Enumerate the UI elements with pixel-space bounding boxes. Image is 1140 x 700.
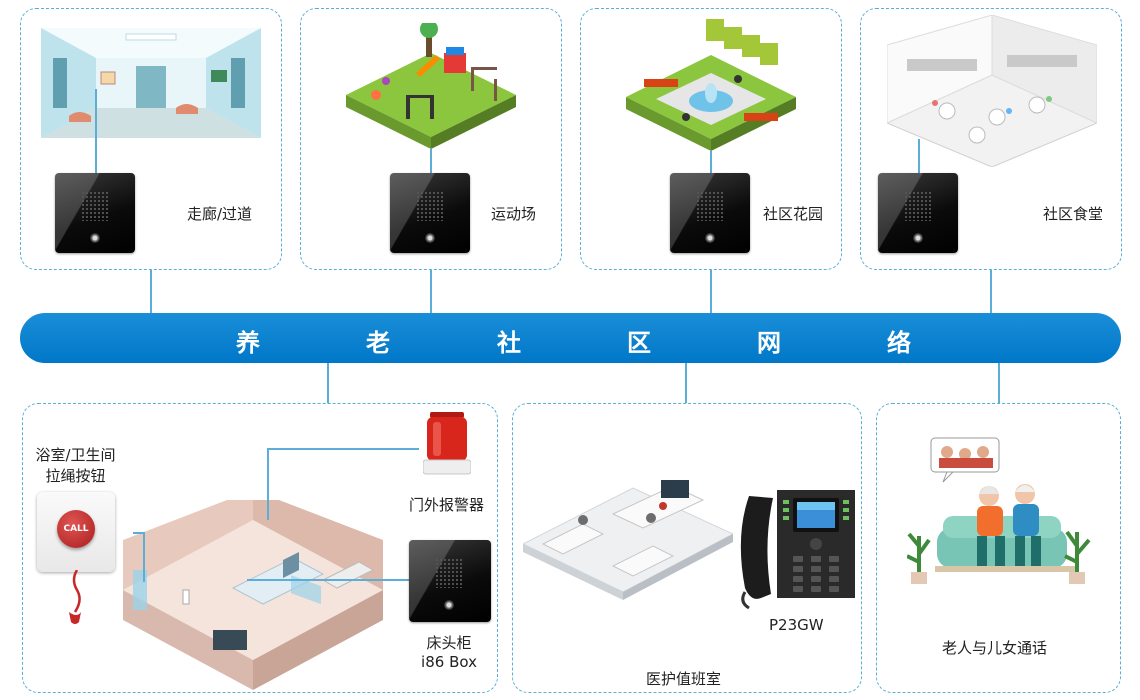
- playground-card: 运动场: [300, 8, 562, 270]
- location-label: 社区花园: [763, 205, 824, 223]
- network-char: 区: [627, 329, 651, 357]
- nurse-station-illustration: [523, 480, 733, 600]
- elder-call-label: 老人与儿女通话: [942, 639, 1048, 657]
- pull-cord-label-line2: 拉绳按钮: [45, 467, 106, 485]
- location-label: 走廊/过道: [187, 205, 253, 223]
- bedside-label-line2: i86 Box: [421, 653, 477, 671]
- connector-line: [430, 268, 432, 314]
- network-char: 社: [497, 329, 521, 357]
- corridor-illustration: [41, 28, 261, 138]
- call-button-red: CALL: [57, 510, 95, 548]
- network-char: 老: [366, 329, 390, 357]
- call-button-icon: [90, 233, 100, 243]
- network-char: 网: [757, 329, 781, 357]
- device-wire: [918, 139, 920, 173]
- call-text: CALL: [63, 524, 89, 534]
- pull-cord-call-button: CALL: [37, 492, 115, 572]
- location-label: 运动场: [491, 205, 537, 223]
- location-label: 社区食堂: [1043, 205, 1104, 223]
- device-wire: [430, 149, 432, 173]
- door-alarm-label: 门外报警器: [409, 496, 485, 514]
- phone-model-label: P23GW: [769, 616, 824, 634]
- intercom-device: [878, 173, 958, 253]
- connector-line: [998, 362, 1000, 404]
- network-char: 养: [236, 329, 260, 357]
- garden-illustration: [626, 19, 796, 151]
- nurse-station-label: 医护值班室: [646, 670, 722, 688]
- nurse-station-card: P23GW 医护值班室: [512, 403, 862, 693]
- pull-cord-label-line1: 浴室/卫生间: [35, 446, 116, 464]
- device-wire: [95, 89, 97, 173]
- device-wire: [143, 532, 145, 582]
- connector-line: [710, 268, 712, 314]
- corridor-card: 走廊/过道: [20, 8, 282, 270]
- connector-line: [150, 268, 152, 314]
- door-alarm-light-icon: [423, 412, 471, 475]
- alarm-wire: [267, 448, 419, 450]
- connector-line: [990, 268, 992, 314]
- connector-line: [327, 362, 329, 404]
- ip-phone-icon: [740, 490, 855, 610]
- network-char: 络: [887, 329, 911, 357]
- alarm-wire: [267, 448, 269, 520]
- bedside-wire: [247, 579, 409, 581]
- call-button-icon: [913, 233, 923, 243]
- intercom-device: [55, 173, 135, 253]
- bedroom-illustration: [123, 500, 383, 690]
- call-button-icon: [444, 600, 454, 610]
- intercom-device: [670, 173, 750, 253]
- elderly-community-network-bar: 养 老 社 区 网 络: [20, 313, 1121, 363]
- bedside-i86-box-device: [409, 540, 491, 622]
- ward-room-card: 浴室/卫生间 拉绳按钮 CALL 门外报警器: [22, 403, 498, 693]
- pull-cord-icon: [69, 570, 81, 624]
- device-wire: [710, 151, 712, 173]
- intercom-device: [390, 173, 470, 253]
- elderly-couple-illustration: [907, 437, 1091, 584]
- call-button-icon: [425, 233, 435, 243]
- device-wire: [133, 532, 145, 534]
- connector-line: [685, 362, 687, 404]
- playground-illustration: [346, 23, 516, 149]
- call-button-icon: [705, 233, 715, 243]
- canteen-illustration: [887, 15, 1097, 167]
- elder-call-card: 老人与儿女通话: [876, 403, 1121, 693]
- garden-card: 社区花园: [580, 8, 842, 270]
- bedside-label-line1: 床头柜: [426, 634, 472, 652]
- canteen-card: 社区食堂: [860, 8, 1122, 270]
